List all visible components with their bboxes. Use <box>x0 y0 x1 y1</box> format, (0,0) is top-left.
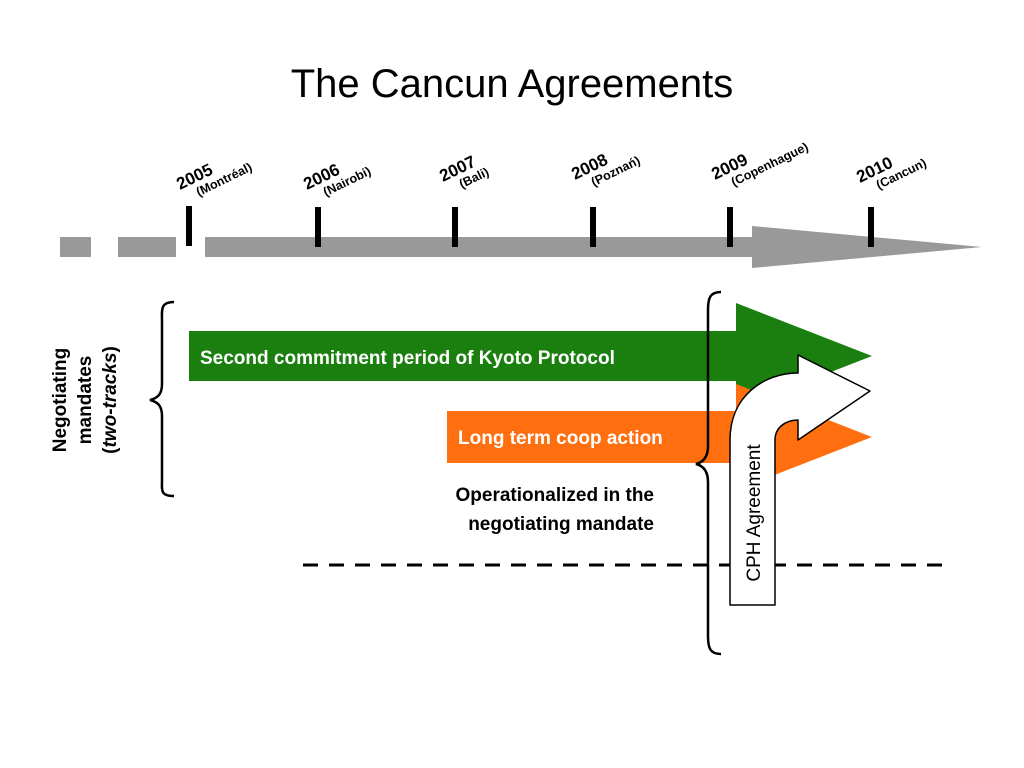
timeline-dash-2 <box>118 237 176 257</box>
page-title: The Cancun Agreements <box>290 62 734 106</box>
cph-curved-arrow <box>729 354 871 606</box>
year-label-2008: 2008 (Poznań) <box>568 150 642 189</box>
side-label-line1: Negotiating <box>50 348 71 453</box>
lca-track-label: Long term coop action <box>458 428 663 449</box>
timeline-arrow <box>60 226 982 268</box>
note-line2: negotiating mandate <box>468 514 654 535</box>
year-label-2005: 2005 (Montréal) <box>173 160 254 199</box>
side-label-line2: mandates <box>75 356 96 445</box>
tick-2010 <box>868 207 874 247</box>
side-label: Negotiating mandates (two-tracks) <box>50 346 121 454</box>
tick-2005 <box>186 206 192 246</box>
tick-2006 <box>315 207 321 247</box>
tick-2007 <box>452 207 458 247</box>
year-label-2006: 2006 (Nairobi) <box>300 160 373 199</box>
note-line1: Operationalized in the <box>456 485 654 506</box>
cph-agreement-label: CPH Agreement <box>744 444 765 582</box>
kyoto-track-arrow <box>189 303 872 409</box>
tick-2009 <box>727 207 733 247</box>
kyoto-track-label: Second commitment period of Kyoto Protoc… <box>200 348 615 369</box>
cph-brace <box>695 290 722 656</box>
year-label-2009: 2009 (Copenhague) <box>708 140 810 189</box>
mandates-brace <box>149 300 175 498</box>
timeline-dash-1 <box>60 237 91 257</box>
year-ticks <box>186 206 874 247</box>
tick-2008 <box>590 207 596 247</box>
side-label-line3: (two-tracks) <box>100 346 121 454</box>
year-label-2010: 2010 (Cancun) <box>853 153 928 192</box>
year-label-2007: 2007 (Bali) <box>436 152 491 191</box>
